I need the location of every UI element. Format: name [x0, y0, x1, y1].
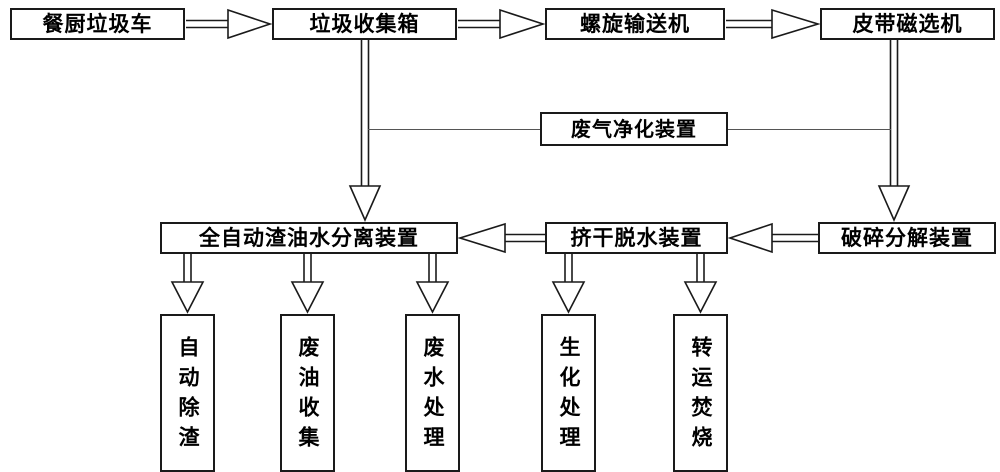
edge-dewater-to-incineration [683, 254, 718, 314]
node-label: 皮带磁选机 [852, 11, 963, 36]
node-food-waste-truck[interactable]: 餐厨垃圾车 [10, 8, 185, 40]
node-label: 餐厨垃圾车 [42, 11, 153, 36]
node-label: 生化处理 [557, 336, 581, 456]
edge-truck-to-bin [186, 8, 273, 40]
node-auto-deslagging[interactable]: 自动除渣 [160, 314, 215, 472]
node-label: 螺旋输送机 [580, 11, 690, 36]
node-label: 垃圾收集箱 [309, 11, 420, 36]
node-label: 破碎分解装置 [841, 225, 973, 250]
node-auto-residue-oil-water-separator[interactable]: 全自动渣油水分离装置 [160, 222, 458, 254]
edge-bin-to-separation-down [348, 40, 382, 222]
node-label: 废气净化装置 [571, 117, 697, 141]
node-label: 废油收集 [296, 336, 320, 456]
node-waste-collection-bin[interactable]: 垃圾收集箱 [272, 8, 457, 40]
edge-conveyor-to-separator [726, 8, 821, 40]
edge-separation-to-deslag [170, 254, 205, 314]
node-transfer-incineration[interactable]: 转运焚烧 [673, 314, 728, 472]
edge-separation-to-oil [290, 254, 325, 314]
node-biochemical-treatment[interactable]: 生化处理 [541, 314, 596, 472]
node-label: 废水处理 [421, 336, 445, 456]
node-label: 挤干脱水装置 [570, 225, 703, 250]
node-squeeze-dewatering-device[interactable]: 挤干脱水装置 [545, 222, 728, 254]
edge-magnetic-to-crusher-down [877, 40, 911, 222]
node-label: 转运焚烧 [689, 336, 713, 456]
node-exhaust-gas-purifier[interactable]: 废气净化装置 [540, 112, 728, 146]
edge-dewater-to-separation [457, 222, 545, 254]
node-label: 自动除渣 [176, 336, 200, 456]
edge-bin-to-conveyor [458, 8, 546, 40]
edge-separation-to-wastewater [415, 254, 450, 314]
node-crushing-decomposition-device[interactable]: 破碎分解装置 [818, 222, 996, 254]
node-belt-magnetic-separator[interactable]: 皮带磁选机 [820, 8, 995, 40]
node-waste-oil-collection[interactable]: 废油收集 [280, 314, 335, 472]
node-screw-conveyor[interactable]: 螺旋输送机 [545, 8, 725, 40]
edge-crusher-to-dewater [727, 222, 818, 254]
node-wastewater-treatment[interactable]: 废水处理 [405, 314, 460, 472]
edge-dewater-to-biochem [551, 254, 586, 314]
node-label: 全自动渣油水分离装置 [199, 225, 419, 250]
